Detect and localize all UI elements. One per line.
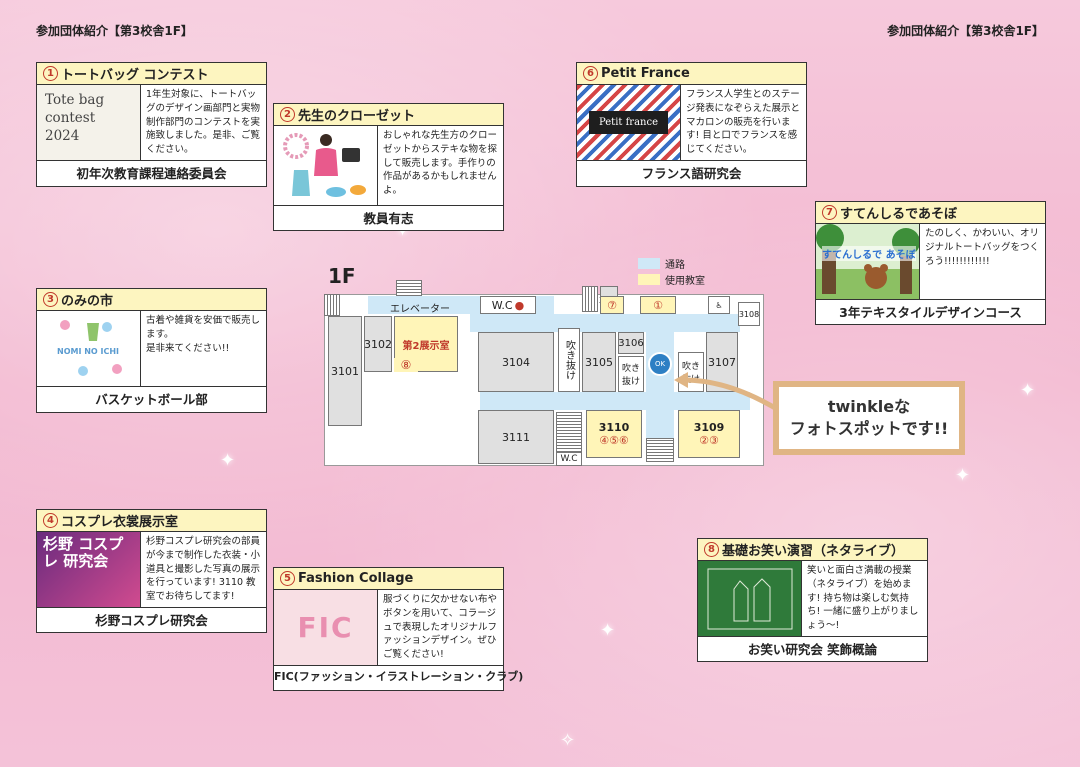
room-3107: 3107	[706, 332, 738, 392]
room-3111: 3111	[478, 410, 554, 464]
stencil-image: すてんしるで あそぼ	[816, 224, 920, 299]
card-organizer: FIC(ファッション・イラストレーション・クラブ)	[274, 670, 524, 683]
image-caption: すてんしるで あそぼ	[822, 246, 916, 261]
image-caption: Tote bag contest 2024	[45, 92, 105, 145]
callout-line-1: twinkleな	[827, 397, 911, 417]
number-badge: 1	[43, 66, 58, 81]
atrium-1: 吹き抜け	[558, 328, 580, 392]
card-organizer: 杉野コスプレ研究会	[95, 613, 208, 628]
image-caption: FIC	[297, 611, 354, 644]
wc-room: W.C●	[480, 296, 536, 314]
floor-plan: 1F 通路 使用教室 エレベーター W.C● 3112 ⑦ ① ♿ 3108 3…	[320, 258, 772, 472]
tote-bag-image: Tote bag contest 2024	[37, 85, 141, 160]
page-header-right: 参加団体紹介【第3校舎1F】	[887, 24, 1044, 38]
card-organizer: お笑い研究会 笑飾概論	[747, 642, 878, 657]
card-organizer: 3年テキスタイルデザインコース	[839, 305, 1022, 320]
card-title: すてんしるであそぼ	[840, 207, 958, 222]
elevator-label: エレベーター	[390, 304, 450, 315]
stairs	[556, 412, 582, 452]
page-header-left: 参加団体紹介【第3校舎1F】	[36, 24, 193, 38]
atrium-3: 吹き抜け	[678, 352, 704, 392]
card-description: 笑いと面白さ満載の授業（ネタライブ）を始めます! 持ち物は楽しむ気持ち! 一緒に…	[807, 565, 919, 632]
card-organizer: フランス語研究会	[641, 166, 742, 181]
card-organizer: 初年次教育課程連絡委員会	[76, 166, 227, 181]
card-description: 服づくりに欠かせない布やボタンを用いて、コラージュで表現したオリジナルファッショ…	[383, 594, 498, 661]
room-3102: 3102	[364, 316, 392, 372]
number-badge: 7	[822, 205, 837, 220]
room-7: ⑦	[600, 296, 624, 314]
room-8: ⑧	[394, 358, 418, 372]
legend-used: 使用教室	[638, 272, 705, 287]
card-organizer: 教員有志	[363, 211, 414, 226]
card-description: たのしく、かわいい、オリジナルトートバッグをつくろう!!!!!!!!!!!!	[925, 228, 1040, 267]
number-badge: 3	[43, 292, 58, 307]
card-title: 先生のクローゼット	[298, 109, 416, 124]
room-3110: 3110 ④⑤⑥	[586, 410, 642, 458]
card-description: フランス人学生とのステージ発表になぞらえた展示とマカロンの販売を行います! 目と…	[686, 89, 801, 156]
sparkle-icon: ✦	[955, 465, 971, 486]
room-3101: 3101	[328, 316, 362, 426]
card-organizer: バスケットボール部	[95, 392, 208, 407]
chalkboard-image	[698, 561, 802, 636]
card-title: Fashion Collage	[298, 571, 414, 586]
corridor	[480, 392, 750, 410]
sparkle-icon: ✦	[220, 450, 236, 471]
cosplay-image: 杉野 コスプレ 研究会	[37, 532, 141, 607]
callout-line-2: フォトスポットです!!	[789, 419, 949, 438]
arrow-icon	[674, 372, 784, 415]
number-badge: 2	[280, 107, 295, 122]
image-caption: 杉野 コスプレ 研究会	[43, 535, 124, 570]
photo-spot-callout: twinkleな フォトスポットです!!	[773, 381, 965, 455]
sparkle-icon: ✧	[560, 730, 576, 751]
card-title: 基礎お笑い演習（ネタライブ）	[722, 544, 905, 559]
wc-room-bottom: W.C	[556, 452, 582, 466]
number-badge: 5	[280, 571, 295, 586]
stairs	[582, 286, 598, 312]
sparkle-icon: ✦	[1020, 380, 1036, 401]
room-3104: 3104	[478, 332, 554, 392]
card-title: のみの市	[61, 294, 114, 309]
card-title: コスプレ衣裳展示室	[61, 515, 179, 530]
room-3108: 3108	[738, 302, 760, 326]
atrium-2: 吹き抜け	[618, 356, 644, 392]
flea-market-illustration: NOMI NO ICHI	[37, 311, 141, 386]
number-badge: 4	[43, 513, 58, 528]
floor-label: 1F	[328, 264, 356, 288]
card-description: 杉野コスプレ研究会の部員が今まで制作した衣装・小道具と撮影した写真の展示を行って…	[146, 536, 261, 603]
room-3105: 3105	[582, 332, 616, 392]
image-caption: Petit france	[598, 117, 658, 128]
card-title: Petit France	[601, 66, 690, 81]
card-description: 古着や雑貨を安価で販売します。 是非来てください!!	[146, 315, 261, 354]
room-3109: 3109 ②③	[678, 410, 740, 458]
number-badge: 8	[704, 542, 719, 557]
sparkle-icon: ✦	[600, 620, 616, 641]
card-title: トートバッグ コンテスト	[61, 68, 209, 83]
stairs	[646, 438, 674, 462]
number-badge: 6	[583, 66, 598, 81]
image-caption: NOMI NO ICHI	[57, 347, 120, 356]
card-description: 1年生対象に、トートバッグのデザイン画部門と実物制作部門のコンテストを実施致しま…	[146, 89, 261, 156]
stairs	[324, 294, 340, 316]
camera-icon: OK	[648, 352, 672, 376]
petit-france-image: Petit france	[577, 85, 681, 160]
wc-room-small: ♿	[708, 296, 730, 314]
room-3106: 3106	[618, 332, 644, 354]
room-1: ①	[640, 296, 676, 314]
stairs	[396, 280, 422, 296]
legend-corridor: 通路	[638, 256, 685, 271]
corridor	[470, 314, 740, 332]
closet-illustration	[274, 126, 378, 205]
fic-logo-image: FIC	[274, 590, 378, 665]
card-description: おしゃれな先生方のクローゼットからステキな物を探して販売します。手作りの作品があ…	[383, 130, 498, 197]
